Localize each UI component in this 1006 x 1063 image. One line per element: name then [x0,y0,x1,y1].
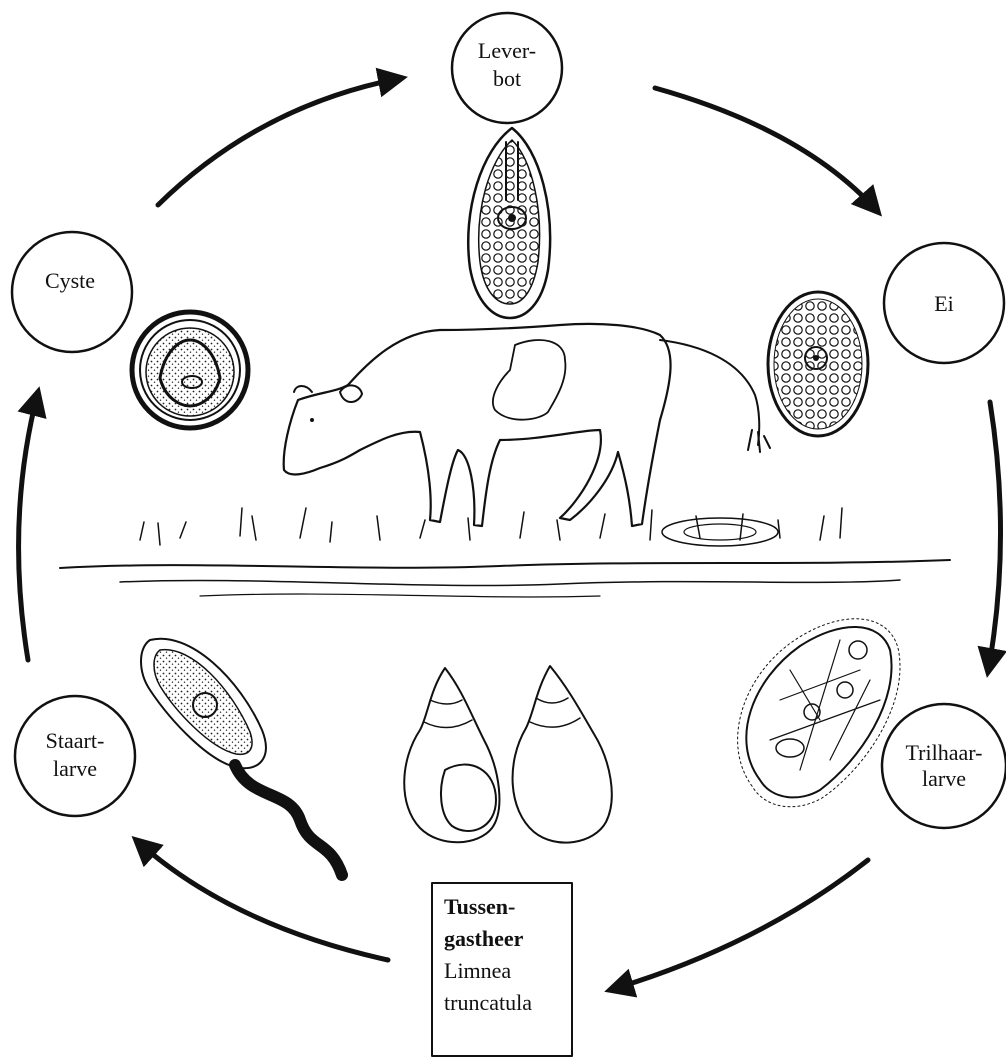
stage-staartlarve: Staart- larve [15,696,135,816]
ground-water-illustration [60,508,950,597]
cercaria-illustration [141,639,342,875]
leverbot-label-1: Lever- [478,38,536,63]
snail-illustration-left [404,668,499,842]
stage-cyste: Cyste [12,232,132,352]
stage-ei: Ei [884,243,1004,363]
cyst-illustration [132,312,248,428]
miracidium-illustration [738,619,900,807]
leverbot-label-2: bot [493,66,521,91]
staartlarve-label-2: larve [53,756,97,781]
arrow-staartlarve-to-cyste [19,392,38,660]
host-line-1: Tussen- [444,894,515,919]
stage-trilhaarlarve: Trilhaar- larve [882,704,1006,828]
ei-label: Ei [934,291,954,316]
host-line-2: gastheer [444,926,524,951]
adult-fluke-illustration [468,128,550,318]
arrow-trilhaarlarve-to-host [610,860,868,990]
trilhaarlarve-label-1: Trilhaar- [906,740,983,765]
stage-leverbot: Lever- bot [452,13,562,123]
trilhaarlarve-label-2: larve [922,766,966,791]
host-line-4: truncatula [444,990,532,1015]
arrow-host-to-staartlarve [136,840,388,960]
cyste-label: Cyste [45,268,95,293]
arrow-leverbot-to-ei [655,88,878,212]
snail-illustration-right [513,666,612,843]
staartlarve-label-1: Staart- [46,728,105,753]
arrow-ei-to-trilhaarlarve [988,402,1001,672]
cow-illustration [284,324,770,526]
egg-illustration [768,292,868,436]
arrow-cyste-to-leverbot [158,78,402,205]
host-line-3: Limnea [444,958,511,983]
intermediate-host-box: Tussen- gastheer Limnea truncatula [432,883,572,1056]
